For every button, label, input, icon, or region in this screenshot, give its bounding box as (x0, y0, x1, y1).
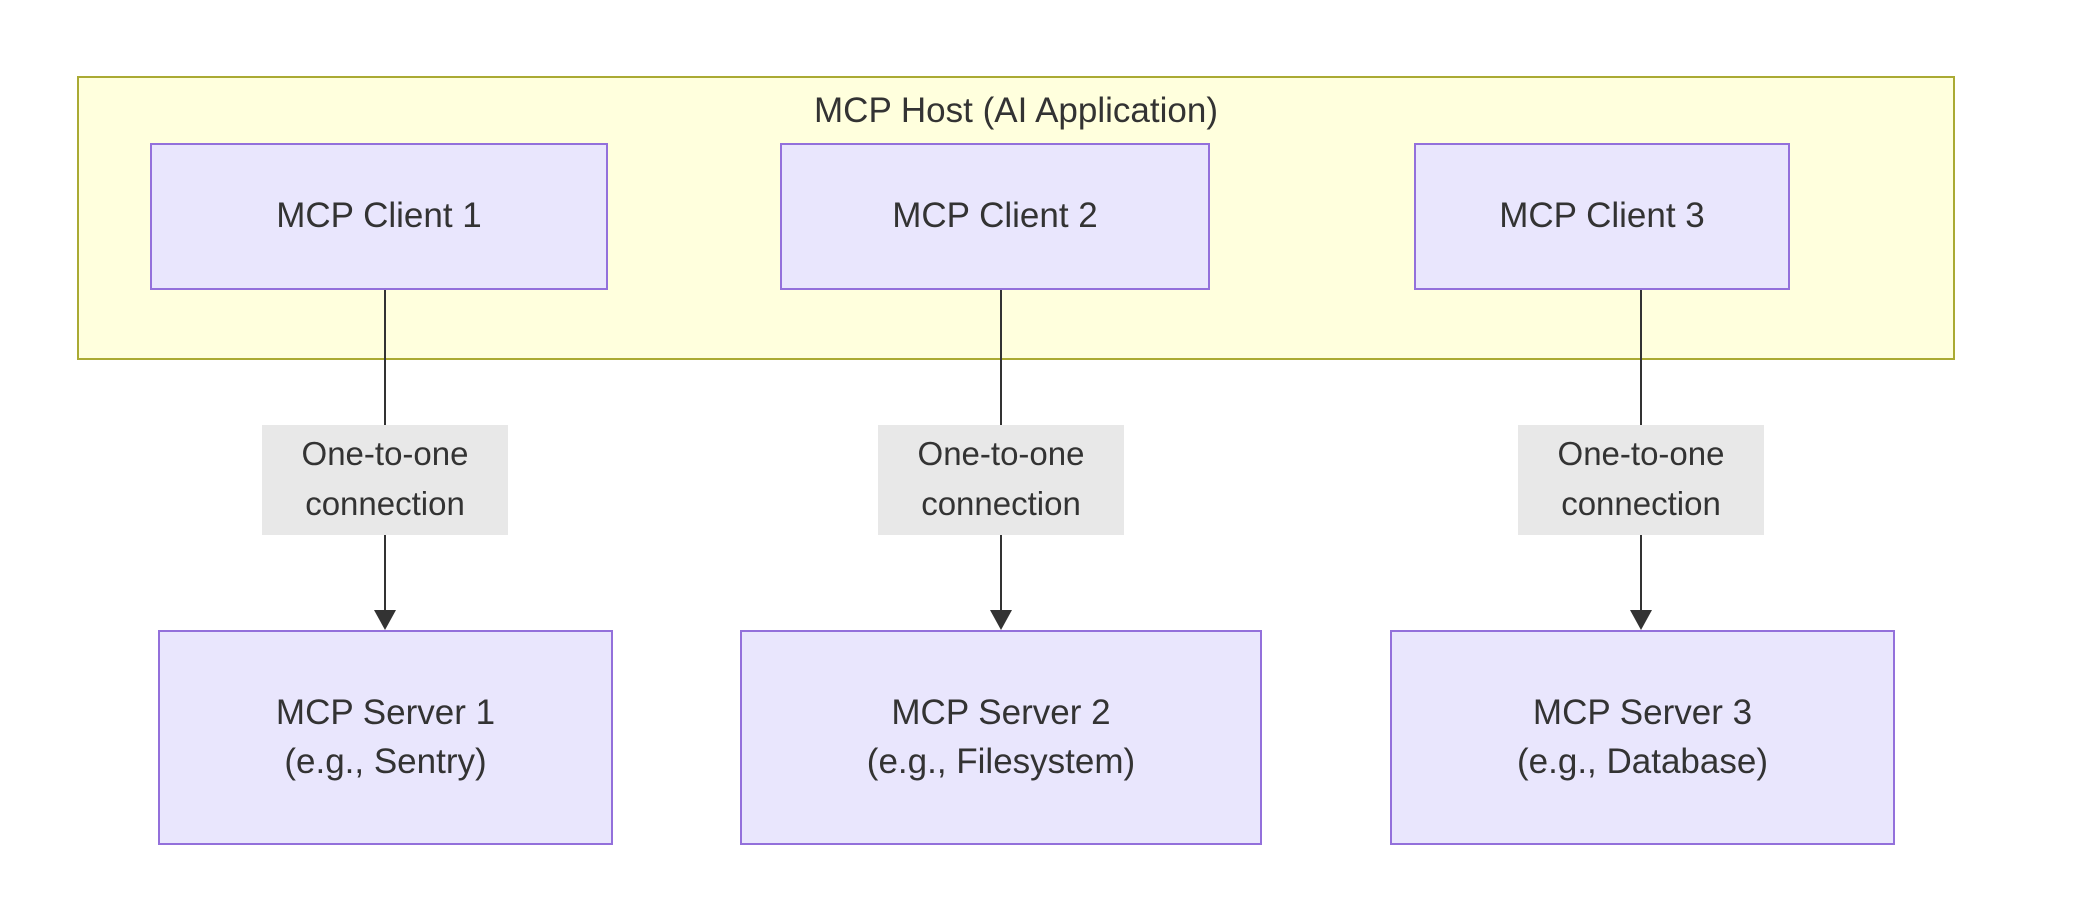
mcp-client-2-node[interactable]: MCP Client 2 (780, 143, 1210, 290)
mcp-server-1-label: MCP Server 1 (e.g., Sentry) (275, 693, 496, 781)
mcp-server-3-node[interactable]: MCP Server 3 (e.g., Database) (1390, 630, 1895, 845)
connector-label-client2-server2: One-to-one connection (878, 425, 1124, 535)
mcp-client-1-node[interactable]: MCP Client 1 (150, 143, 608, 290)
mcp-server-2-label: MCP Server 2 (e.g., Filesystem) (866, 693, 1136, 781)
mcp-server-1-node[interactable]: MCP Server 1 (e.g., Sentry) (158, 630, 613, 845)
connector-arrowhead-client2-server2 (990, 610, 1012, 630)
connector-label-client3-server3: One-to-one connection (1518, 425, 1764, 535)
connector-arrowhead-client3-server3 (1630, 610, 1652, 630)
mcp-host-title: MCP Host (AI Application) (814, 91, 1218, 130)
mcp-server-3-label: MCP Server 3 (e.g., Database) (1517, 693, 1768, 781)
mcp-client-1-label: MCP Client 1 (276, 196, 482, 236)
mcp-client-3-node[interactable]: MCP Client 3 (1414, 143, 1790, 290)
mcp-client-2-label: MCP Client 2 (892, 196, 1098, 236)
connector-label-client1-server1: One-to-one connection (262, 425, 508, 535)
mcp-client-3-label: MCP Client 3 (1499, 196, 1705, 236)
mcp-server-2-node[interactable]: MCP Server 2 (e.g., Filesystem) (740, 630, 1262, 845)
connector-arrowhead-client1-server1 (374, 610, 396, 630)
